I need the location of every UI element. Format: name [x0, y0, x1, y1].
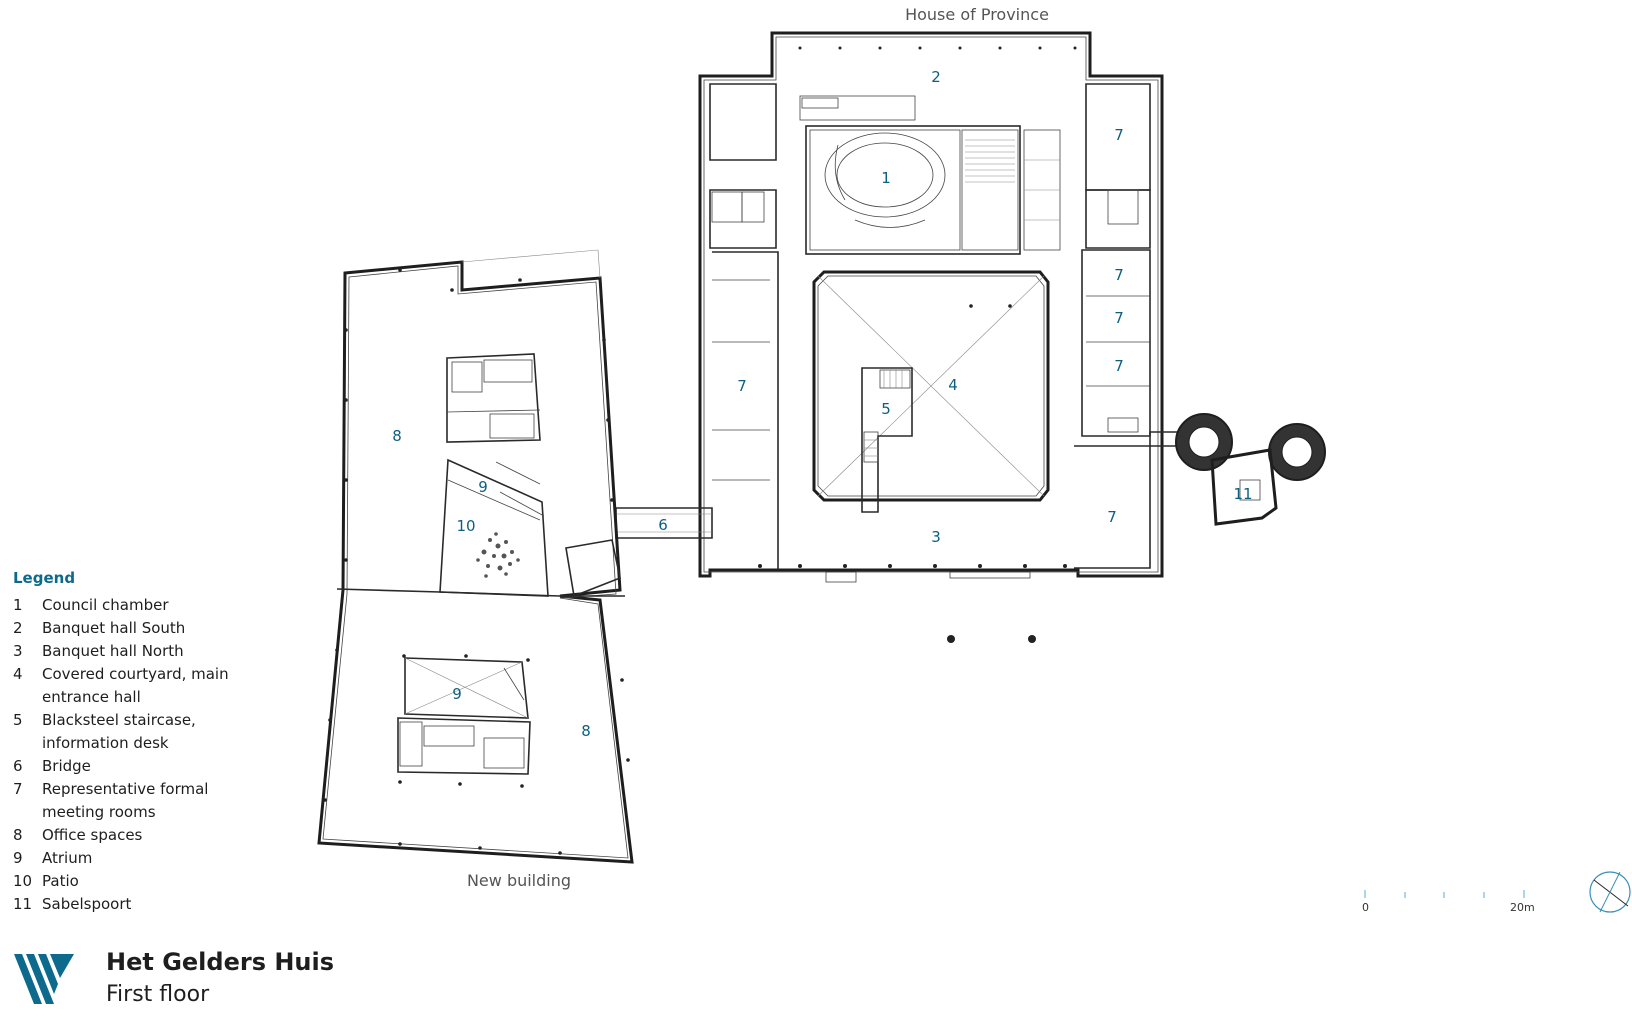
- room-numbers: 1 2 3 4 5 6 7 7 7 7 7 7 8 8 9 9 10 11: [392, 68, 1252, 740]
- room-number-3: 3: [931, 528, 941, 546]
- room-number-11: 11: [1233, 485, 1252, 503]
- project-title: Het Gelders Huis: [106, 948, 335, 976]
- legend-item-number: 10: [13, 872, 33, 890]
- room-number-7: 7: [1114, 357, 1124, 375]
- scale-end-label: 20m: [1510, 901, 1535, 914]
- legend-item-label: Sabelspoort: [42, 895, 132, 913]
- room-number-7: 7: [1114, 126, 1124, 144]
- scale-start-label: 0: [1362, 901, 1369, 914]
- column-row-north: [758, 564, 1067, 568]
- legend-item-number: 11: [13, 895, 33, 913]
- room-number-9: 9: [478, 478, 488, 496]
- legend-item: 3 Banquet hall North: [13, 640, 273, 663]
- brand-logo-icon: [14, 954, 74, 1004]
- legend-item: 4 Covered courtyard, main entrance hall: [13, 663, 273, 709]
- room-number-1: 1: [881, 169, 891, 187]
- legend-item-number: 8: [13, 826, 23, 844]
- legend-item-label: Covered courtyard, main entrance hall: [42, 665, 229, 706]
- patio-tree: [476, 532, 520, 578]
- legend-item-label: Patio: [42, 872, 79, 890]
- perimeter-columns: [323, 268, 630, 855]
- house-of-province-plan: [698, 31, 1164, 643]
- scale-bar: 0 20m: [1362, 890, 1535, 914]
- legend-item-label: Representative formal meeting rooms: [42, 780, 209, 821]
- label-house-of-province: House of Province: [905, 5, 1049, 24]
- legend-item-label: Atrium: [42, 849, 93, 867]
- legend-item-label: Banquet hall South: [42, 619, 186, 637]
- chamber-stairs: [965, 139, 1015, 183]
- legend-item: 5 Blacksteel staircase, information desk: [13, 709, 273, 755]
- legend-item-number: 2: [13, 619, 23, 637]
- legend-item-number: 4: [13, 665, 23, 683]
- room-number-2: 2: [931, 68, 941, 86]
- room-number-7: 7: [1114, 309, 1124, 327]
- legend-item: 9 Atrium: [13, 847, 273, 870]
- room-number-4: 4: [948, 376, 958, 394]
- legend-item: 1 Council chamber: [13, 594, 273, 617]
- legend-item: 2 Banquet hall South: [13, 617, 273, 640]
- legend-item-number: 6: [13, 757, 23, 775]
- column-row-south: [798, 46, 1077, 50]
- room-number-5: 5: [881, 400, 891, 418]
- label-new-building: New building: [467, 871, 571, 890]
- legend-item-label: Office spaces: [42, 826, 143, 844]
- legend-item-number: 5: [13, 711, 23, 729]
- legend-item-number: 9: [13, 849, 23, 867]
- room-number-10: 10: [456, 517, 475, 535]
- room-number-7: 7: [737, 377, 747, 395]
- north-arrow-icon: [1589, 871, 1631, 913]
- legend-title: Legend: [13, 569, 76, 587]
- room-number-8: 8: [392, 427, 402, 445]
- room-number-6: 6: [658, 516, 668, 534]
- room-number-7: 7: [1114, 266, 1124, 284]
- legend-item: 7 Representative formal meeting rooms: [13, 778, 273, 824]
- legend-item: 11 Sabelspoort: [13, 893, 273, 916]
- room-number-9: 9: [452, 685, 462, 703]
- legend-item-label: Bridge: [42, 757, 91, 775]
- new-building-plan: [317, 249, 634, 864]
- legend-list: 1 Council chamber 2 Banquet hall South 3 Ba…: [13, 594, 273, 916]
- legend-item: 8 Office spaces: [13, 824, 273, 847]
- room-number-8: 8: [581, 722, 591, 740]
- legend-item-label: Banquet hall North: [42, 642, 184, 660]
- legend-item-number: 1: [13, 596, 23, 614]
- legend: Legend 1 Council chamber 2 Banquet hall So…: [13, 569, 273, 916]
- sabelspoort-plan: [1149, 413, 1326, 526]
- legend-item-number: 3: [13, 642, 23, 660]
- legend-item: 10 Patio: [13, 870, 273, 893]
- legend-item-number: 7: [13, 780, 23, 798]
- legend-item: 6 Bridge: [13, 755, 273, 778]
- floor-name: First floor: [106, 982, 210, 1007]
- room-number-7: 7: [1107, 508, 1117, 526]
- legend-item-label: Council chamber: [42, 596, 169, 614]
- legend-item-label: Blacksteel staircase, information desk: [42, 711, 196, 752]
